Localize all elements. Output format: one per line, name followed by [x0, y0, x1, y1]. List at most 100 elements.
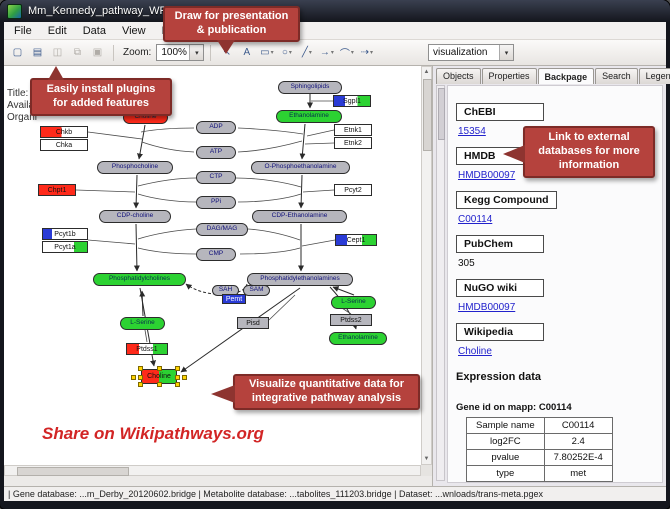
curve-tool-icon[interactable]: ⌒	[337, 43, 356, 62]
node-pcyt1b[interactable]: Pcyt1b	[42, 228, 88, 240]
oval-tool-icon[interactable]: ○	[277, 43, 296, 62]
selection-handle[interactable]	[138, 366, 143, 371]
node-ctp[interactable]: CTP	[196, 171, 236, 184]
node-cdp-choline[interactable]: CDP-choline	[99, 210, 171, 223]
side-panel-tabs: ObjectsPropertiesBackpageSearchLegend	[436, 68, 670, 84]
open-file-icon[interactable]: ▤	[32, 47, 43, 58]
menu-edit[interactable]: Edit	[47, 24, 67, 37]
expression-table-cell: Sample name	[466, 417, 545, 434]
menu-data[interactable]: Data	[82, 24, 106, 37]
scroll-down-icon[interactable]: ▼	[423, 456, 430, 462]
selection-handle[interactable]	[138, 382, 143, 387]
node-label: CMP	[208, 250, 224, 258]
new-file-icon[interactable]: ▢	[12, 47, 23, 58]
node-cept1[interactable]: Cept1	[335, 234, 377, 246]
backpage-header-wikipedia: Wikipedia	[456, 323, 544, 341]
backpage-value-wikipedia[interactable]: Choline	[458, 346, 492, 357]
node-label: CDP-Ethanolamine	[271, 212, 328, 220]
visualization-dropdown-icon[interactable]: ▾	[499, 45, 513, 60]
backpage-scrollbar[interactable]	[436, 85, 445, 481]
label-tool-icon[interactable]: A	[243, 47, 251, 58]
gene-id-line: Gene id on mapp: C00114	[456, 402, 572, 413]
vertical-scroll-thumb[interactable]	[423, 79, 432, 151]
node-sam[interactable]: SAM	[243, 285, 270, 296]
node-phosphatidylcholines[interactable]: Phosphatidylcholines	[93, 273, 186, 286]
node-label: Cept1	[346, 236, 366, 244]
selection-handle[interactable]	[175, 374, 180, 380]
canvas-vertical-scrollbar[interactable]: ▲ ▼	[421, 66, 432, 465]
tab-properties[interactable]: Properties	[481, 68, 537, 84]
node-label: Ptdss2	[340, 316, 362, 324]
node-pcyt2[interactable]: Pcyt2	[334, 184, 372, 196]
node-pemt[interactable]: Pemt	[222, 294, 246, 304]
node-label: Ptdss1	[136, 345, 158, 353]
rectangle-tool-icon[interactable]: ▭	[257, 43, 276, 62]
scroll-up-icon[interactable]: ▲	[423, 69, 430, 75]
backpage-value-chebi[interactable]: 15354	[458, 126, 486, 137]
node-ptdss2[interactable]: Ptdss2	[330, 314, 372, 326]
tab-search[interactable]: Search	[595, 68, 638, 84]
save-file-icon[interactable]: ◫	[52, 47, 63, 58]
backpage-value-hmdb[interactable]: HMDB00097	[458, 170, 516, 181]
selection-handle[interactable]	[138, 374, 143, 380]
node-label: Pcyt1b	[54, 230, 76, 238]
node-adp[interactable]: ADP	[196, 121, 236, 134]
node-phosphatidylethanolamines[interactable]: Phosphatidylethanolamines	[247, 273, 353, 286]
zoom-dropdown-icon[interactable]: ▾	[189, 45, 204, 60]
node-etnk1[interactable]: Etnk1	[334, 124, 372, 136]
visualization-combobox[interactable]: visualization ▾	[428, 44, 514, 61]
node-etnk2[interactable]: Etnk2	[334, 137, 372, 149]
node-phosphocholine[interactable]: Phosphocholine	[97, 161, 173, 174]
node-l-serine-right[interactable]: L-Serine	[331, 296, 376, 309]
expression-table-cell: met	[543, 465, 613, 482]
node-atp[interactable]: ATP	[196, 146, 236, 159]
node-chkb[interactable]: Chkb	[40, 126, 88, 138]
selection-handle[interactable]	[182, 374, 187, 380]
copy-icon[interactable]: ⧉	[73, 47, 82, 58]
node-pisd[interactable]: Pisd	[237, 317, 269, 329]
backpage-value-kegg-compound[interactable]: C00114	[458, 214, 493, 225]
connector-tool-icon[interactable]: ⇢	[357, 43, 376, 62]
arrow-tool-icon[interactable]: →	[317, 43, 336, 62]
node-label: ATP	[209, 148, 223, 156]
node-ethanolamine-top[interactable]: Ethanolamine	[276, 110, 342, 123]
selection-handle[interactable]	[175, 366, 180, 371]
canvas-horizontal-scrollbar[interactable]	[4, 465, 421, 476]
node-ptdss1[interactable]: Ptdss1	[126, 343, 168, 355]
status-text: | Gene database: ...m_Derby_20120602.bri…	[8, 489, 544, 499]
node-sphingolipids[interactable]: Sphingolipids	[278, 81, 342, 94]
menu-view[interactable]: View	[121, 24, 146, 37]
paste-icon[interactable]: ▣	[92, 47, 103, 58]
node-sgpl1[interactable]: Sgpl1	[333, 95, 371, 107]
expression-data-title: Expression data	[456, 371, 541, 383]
tab-legend[interactable]: Legend	[638, 68, 670, 84]
node-ppi[interactable]: PPi	[196, 196, 236, 209]
node-dag-mag[interactable]: DAG/MAG	[196, 223, 248, 236]
node-chpt1[interactable]: Chpt1	[38, 184, 76, 196]
node-pcyt1a[interactable]: Pcyt1a	[42, 241, 88, 253]
selection-handle[interactable]	[175, 382, 180, 387]
selection-handle[interactable]	[131, 374, 136, 380]
node-chka[interactable]: Chka	[40, 139, 88, 151]
selection-handle[interactable]	[157, 366, 162, 371]
line-tool-icon[interactable]: ╱	[297, 43, 316, 62]
node-ethanolamine-bottom[interactable]: Ethanolamine	[329, 332, 387, 345]
tab-backpage[interactable]: Backpage	[537, 68, 595, 84]
menu-file[interactable]: File	[14, 24, 32, 37]
node-l-serine-left[interactable]: L-Serine	[120, 317, 165, 330]
tab-objects[interactable]: Objects	[436, 68, 481, 84]
zoom-combobox[interactable]: 100% ▾	[156, 44, 205, 61]
selection-handle[interactable]	[157, 382, 162, 387]
expression-table-cell: 2.4	[543, 433, 613, 450]
visualization-value: visualization	[433, 47, 488, 58]
node-cdp-ethanolamine[interactable]: CDP-Ethanolamine	[252, 210, 347, 223]
horizontal-scroll-thumb[interactable]	[17, 467, 129, 476]
backpage-scroll-thumb[interactable]	[438, 88, 445, 140]
backpage-value-nugo-wiki[interactable]: HMDB00097	[458, 302, 516, 313]
node-cmp[interactable]: CMP	[196, 248, 236, 261]
node-o-phosphoethanolamine[interactable]: O-Phosphoethanolamine	[251, 161, 350, 174]
window-titlebar[interactable]: Mm_Kennedy_pathway_WP1771_45176.gpml	[0, 0, 670, 22]
